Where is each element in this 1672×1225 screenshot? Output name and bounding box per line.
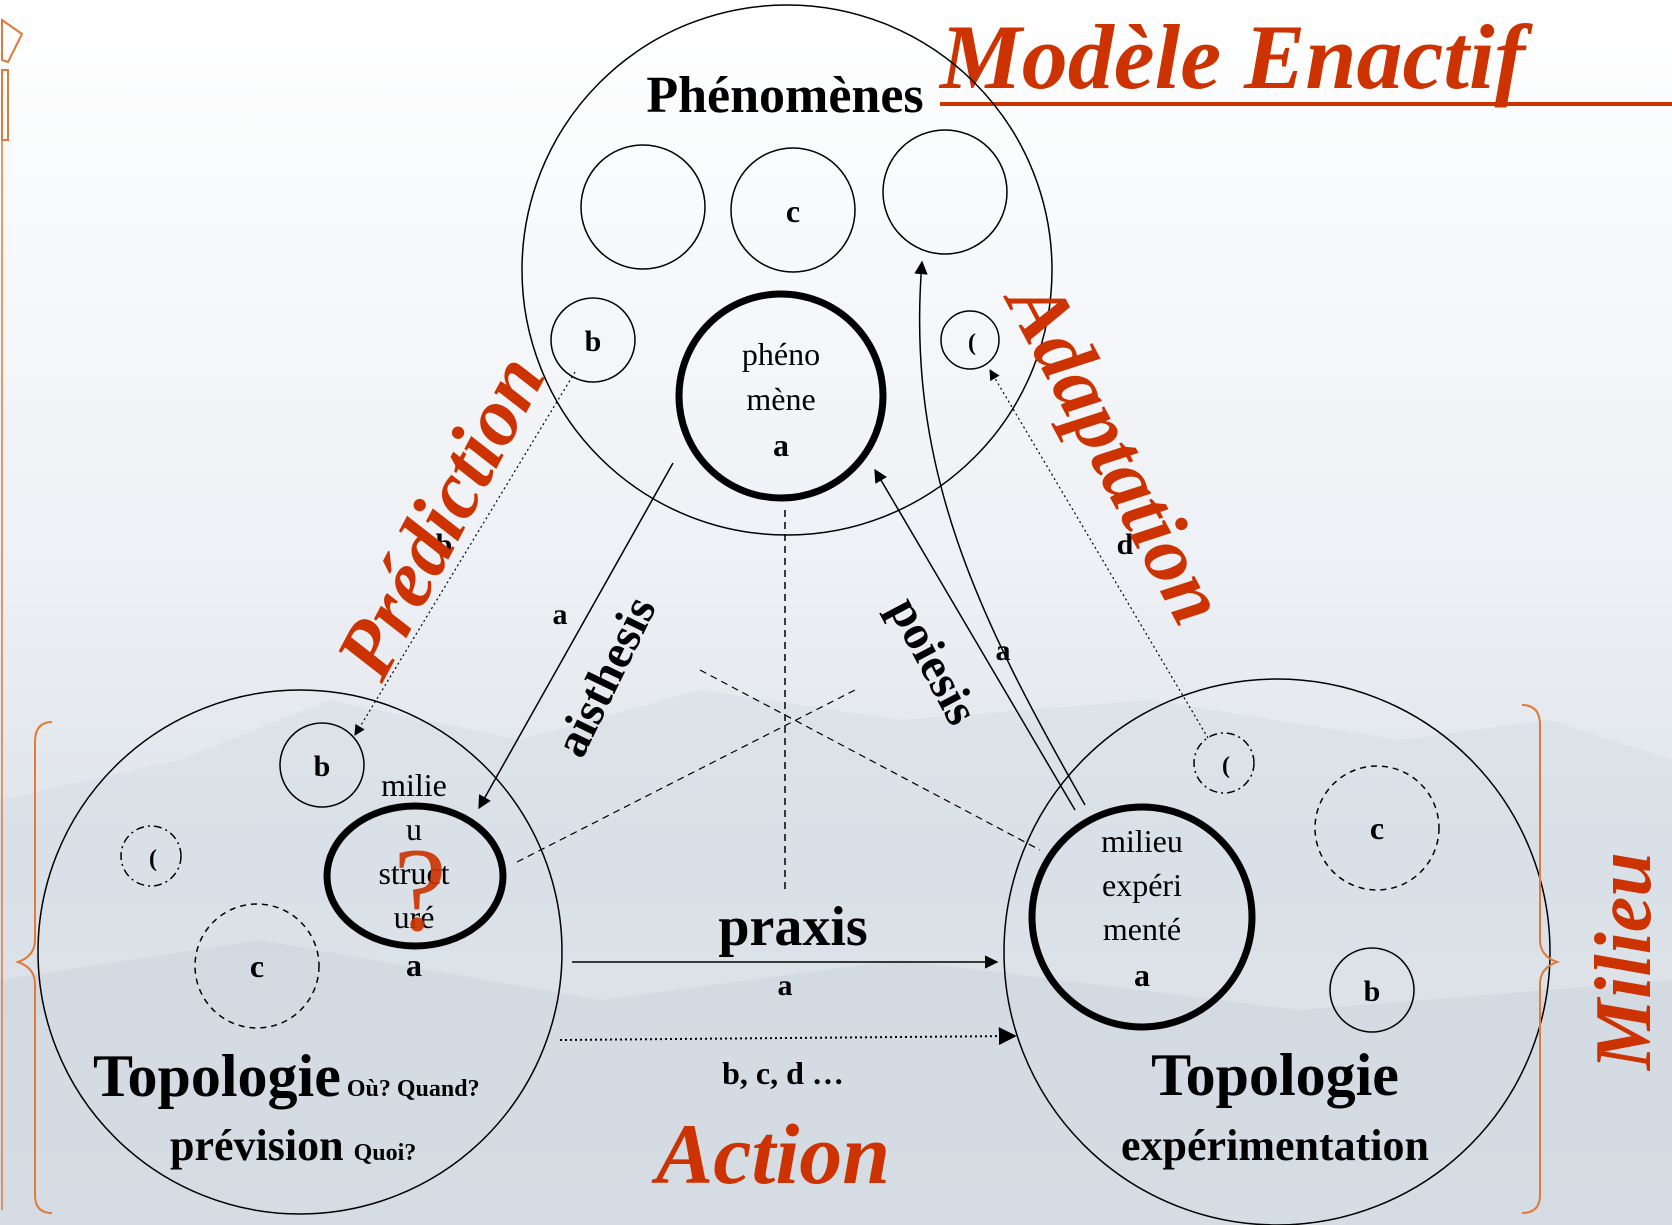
- phenomene-slot-3: [882, 129, 1008, 255]
- phenomene-c-label: c: [786, 193, 800, 229]
- phenomene-slot-c: [730, 147, 856, 273]
- phenomenes-circle: [521, 4, 1053, 536]
- prediction-b-label: b: [436, 528, 453, 561]
- right-topology-title: Topologie: [1151, 1042, 1399, 1108]
- phenomene-core-line-1: phéno: [742, 336, 820, 372]
- praxis-label: praxis: [718, 896, 867, 958]
- right-c-label: c: [1370, 810, 1384, 846]
- curved-arrow-to-phenomenon: [914, 260, 1086, 806]
- milieu-label: Milieu: [1580, 852, 1668, 1072]
- praxis-a-label: a: [778, 969, 793, 1002]
- corner-decoration-icon: [0, 18, 24, 141]
- right-core-circle: [1028, 803, 1256, 1031]
- aisthesis-a-label: a: [553, 598, 568, 631]
- prediction-dotted-arrow: [354, 371, 576, 736]
- left-question-mark: ?: [393, 823, 446, 956]
- left-c-circle: [194, 903, 320, 1029]
- left-topology-title-sub: Où? Quand?: [347, 1076, 480, 1102]
- left-topology-line2-sub: Quoi?: [354, 1140, 417, 1166]
- phenomene-slot-1: [580, 144, 706, 270]
- poiesis-a-label: a: [996, 634, 1011, 667]
- phenomene-core-circle: [675, 290, 887, 502]
- right-d-circle: [1193, 732, 1255, 794]
- right-b-label: b: [1364, 975, 1381, 1008]
- center-dashed-diag-1: [699, 669, 1041, 851]
- left-core-circle: [323, 802, 507, 950]
- right-brace: [1521, 704, 1561, 1214]
- phenomenes-title: Phénomènes: [646, 67, 923, 124]
- bcd-label: b, c, d …: [722, 1055, 844, 1091]
- left-core-line-4: uré: [394, 899, 435, 935]
- page-title: Modèle Enactif: [938, 6, 1534, 108]
- right-b-circle: [1329, 947, 1415, 1033]
- left-core-line-2: u: [406, 811, 422, 847]
- left-c-label: c: [250, 948, 264, 984]
- phenomene-core-letter: a: [773, 427, 789, 463]
- left-brace: [14, 721, 53, 1214]
- phenomene-slot-d: [940, 310, 1000, 370]
- right-core-letter: a: [1134, 957, 1150, 993]
- background-snow-shape: [0, 690, 1672, 1225]
- right-d-label: (: [1222, 753, 1230, 779]
- phenomene-d-label: (: [968, 330, 976, 356]
- left-topology-title-main: Topologie: [93, 1043, 341, 1109]
- right-topology-line2: expérimentation: [1121, 1121, 1429, 1170]
- phenomene-b-label: b: [585, 325, 602, 358]
- right-core-line-2: expéri: [1102, 867, 1182, 903]
- left-core-line-3: struct: [378, 855, 449, 891]
- left-core-letter: a: [406, 947, 422, 983]
- left-topology-circle: [37, 689, 563, 1215]
- action-label: Action: [651, 1106, 890, 1202]
- aisthesis-arrow: [478, 462, 674, 810]
- adaptation-dotted-arrow: [989, 369, 1209, 739]
- phenomene-core-line-2: mène: [746, 381, 815, 417]
- left-b-circle: [279, 722, 365, 808]
- right-c-circle: [1314, 765, 1440, 891]
- left-core-line-1: milie: [381, 767, 447, 803]
- center-dashed-diag-2: [516, 689, 856, 863]
- left-d-label: (: [149, 846, 157, 872]
- adaptation-d-label: d: [1117, 528, 1134, 561]
- left-b-label: b: [314, 750, 331, 783]
- poiesis-arrow: [874, 468, 1076, 811]
- left-topology-line2: prévision Quoi?: [170, 1121, 416, 1170]
- left-topology-line2-main: prévision: [170, 1121, 344, 1170]
- background-snow-shape-2: [0, 940, 1672, 1225]
- bcd-dotted-arrow: [559, 1027, 1017, 1046]
- left-d-circle: [120, 825, 182, 887]
- right-core-line-3: menté: [1103, 911, 1181, 947]
- right-core-line-1: milieu: [1101, 823, 1183, 859]
- phenomene-slot-b: [550, 297, 636, 383]
- right-topology-circle: [1003, 678, 1551, 1225]
